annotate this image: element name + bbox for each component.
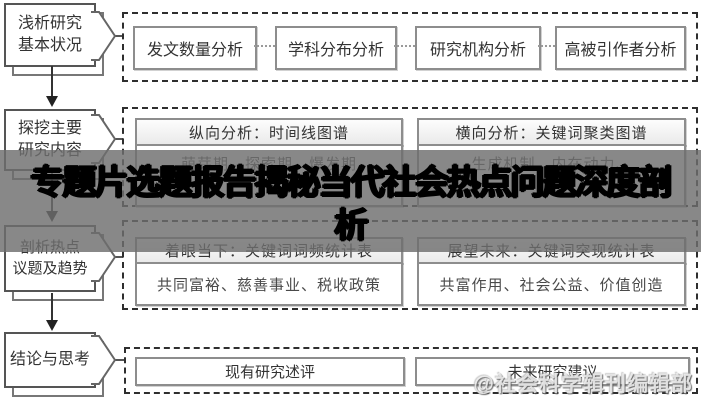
connector-line bbox=[112, 138, 123, 140]
analysis-box: 研究机构分析 bbox=[415, 26, 541, 70]
arrow-down-icon bbox=[46, 320, 58, 331]
stage-label: 结论与思考 bbox=[4, 332, 96, 388]
dotted-connector bbox=[394, 45, 415, 47]
word-frequency-body: 共同富裕、慈善事业、税收政策 bbox=[135, 262, 403, 306]
watermark: @社会科学辑刊编辑部 bbox=[473, 373, 693, 396]
timeline-map-header: 纵向分析：时间线图谱 bbox=[135, 118, 403, 146]
connector-line bbox=[112, 35, 123, 37]
flow-arrow-line bbox=[51, 66, 53, 97]
chevron-right-icon bbox=[91, 11, 116, 61]
overlay-title-line2: 析 bbox=[334, 206, 369, 246]
connector-line bbox=[112, 359, 125, 361]
title-overlay-band bbox=[0, 150, 701, 252]
review-box: 现有研究述评 bbox=[135, 357, 405, 386]
analysis-box: 学科分布分析 bbox=[275, 26, 397, 70]
group-basic-status bbox=[122, 12, 698, 82]
analysis-box: 高被引作者分析 bbox=[555, 26, 686, 70]
overlay-title-line1: 专题片选题报告揭秘当代社会热点问题深度剖 bbox=[30, 163, 673, 203]
dotted-connector bbox=[254, 45, 275, 47]
flow-arrow-line bbox=[51, 293, 53, 321]
suggestion-box: 未来研究建议 bbox=[415, 357, 690, 386]
connector-line bbox=[112, 256, 123, 258]
stage-label: 浅析研究 基本状况 bbox=[4, 3, 96, 67]
stage-box-overview: 浅析研究 基本状况 bbox=[4, 3, 104, 76]
chevron-right-icon bbox=[91, 335, 116, 385]
stage-box-conclusion: 结论与思考 bbox=[4, 332, 104, 397]
dotted-connector bbox=[538, 45, 555, 47]
burst-keyword-body: 共富作用、社会公益、价值创造 bbox=[417, 262, 686, 306]
arrow-down-icon bbox=[46, 96, 58, 107]
analysis-box: 发文数量分析 bbox=[133, 26, 257, 70]
keyword-cluster-header: 横向分析：关键词聚类图谱 bbox=[417, 118, 686, 146]
group-conclusion bbox=[124, 347, 698, 394]
